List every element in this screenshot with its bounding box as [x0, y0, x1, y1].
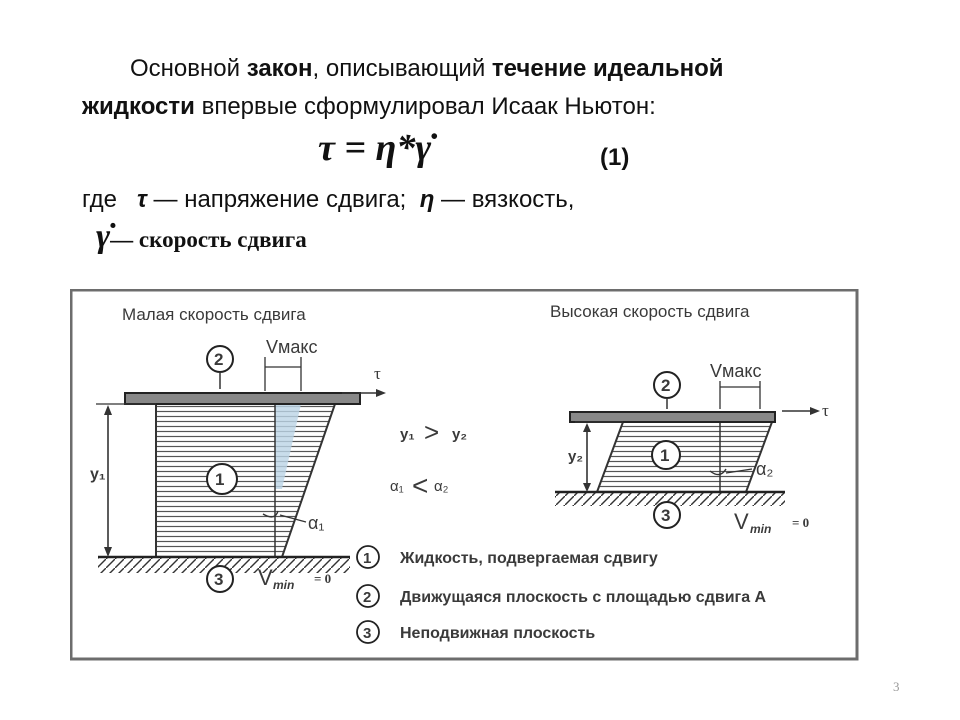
intro-bold-law: закон	[246, 55, 313, 82]
intro-text: Основной	[130, 55, 247, 82]
intro-bold-flow: течение идеальной	[491, 55, 724, 82]
left-vmin-sub: min	[273, 578, 294, 592]
circle-3	[653, 501, 681, 529]
gamma-description: — скорость сдвига	[110, 227, 307, 252]
arrow-icon	[104, 405, 112, 415]
left-y-label: y₁	[90, 466, 106, 483]
right-title: Высокая скорость сдвига	[550, 302, 750, 321]
arrow-icon	[583, 423, 591, 432]
left-tau-label: τ	[374, 364, 381, 383]
pointer-line	[725, 468, 753, 474]
circle-number: 1	[660, 446, 669, 465]
compare-greater: >	[424, 417, 439, 447]
circle-1	[651, 440, 681, 470]
legend: 1 Жидкость, подвергаемая сдвигу 2 Движущ…	[356, 545, 767, 644]
intro-line-1: Основной закон, описывающий течение идеа…	[130, 55, 724, 83]
compare-less: <	[412, 470, 428, 501]
compare-alpha2: α₂	[434, 478, 449, 495]
left-assembly: y₁ τ Vмакс 2 1 3 α₁ V min = 0	[90, 337, 386, 593]
right-alpha-label: α₂	[756, 459, 773, 479]
right-vmax-label: Vмакс	[710, 361, 761, 381]
left-alpha-label: α₁	[308, 513, 324, 533]
circle-number: 2	[661, 376, 670, 395]
tau-description: — напряжение сдвига;	[146, 186, 414, 213]
legend-item-2: Движущаяся плоскость с площадью сдвига А	[400, 589, 767, 606]
newton-formula: τ = η*γ̇	[318, 127, 432, 169]
pointer-line	[279, 514, 307, 523]
circle-number: 3	[214, 570, 223, 589]
left-velocity-zone	[275, 404, 301, 489]
intro-text: , описывающий	[312, 55, 492, 82]
circle-number: 1	[215, 470, 224, 489]
right-vmin-v: V	[734, 509, 749, 534]
circle-3	[206, 565, 234, 593]
compare-y2: y₂	[452, 426, 467, 443]
left-ground	[98, 557, 350, 573]
left-title: Малая скорость сдвига	[122, 305, 306, 324]
right-y-label: y₂	[568, 448, 583, 465]
intro-text: впервые сформулировал Исаак Ньютон:	[194, 93, 656, 120]
where-prefix: где	[82, 186, 124, 213]
where-line: где τ — напряжение сдвига; η — вязкость,	[82, 186, 574, 214]
shear-diagram: Малая скорость сдвига Высокая скорость с…	[70, 289, 859, 661]
compare-y1: y₁	[400, 426, 415, 443]
gamma-line: γ̇— скорость сдвига	[96, 218, 307, 256]
arrow-icon	[583, 483, 591, 492]
circle-number: 3	[661, 506, 670, 525]
left-vmin-v: V	[258, 565, 273, 590]
right-alpha-arc	[709, 468, 727, 476]
legend-num: 1	[363, 550, 371, 567]
left-vmax-label: Vмакс	[266, 337, 317, 357]
right-tau-label: τ	[822, 401, 829, 420]
right-assembly: y₂ τ Vмакс 2 1 3 α₂ V min = 0	[555, 361, 829, 536]
comparison: y₁ > y₂ α₁ < α₂	[390, 417, 467, 501]
legend-circle-1	[356, 545, 380, 569]
circle-1	[206, 463, 238, 495]
eta-description: — вязкость,	[434, 186, 575, 213]
page-number: 3	[893, 679, 900, 694]
left-alpha-arc	[262, 510, 279, 518]
arrow-icon	[810, 407, 820, 415]
legend-item-1: Жидкость, подвергаемая сдвигу	[399, 550, 658, 567]
right-moving-plate	[569, 411, 776, 423]
arrow-icon	[104, 547, 112, 557]
intro-line-2: жидкости впервые сформулировал Исаак Нью…	[82, 93, 656, 121]
gamma-dot-symbol: γ̇	[96, 218, 111, 255]
left-vmin-eq: = 0	[314, 571, 331, 586]
eta-symbol: η	[419, 186, 435, 213]
right-vmin-sub: min	[750, 522, 771, 536]
left-moving-plate	[124, 392, 361, 405]
legend-circle-2	[356, 584, 380, 608]
legend-num: 2	[363, 589, 371, 606]
legend-circle-3	[356, 620, 380, 644]
right-ground	[555, 492, 785, 506]
right-vmin-eq: = 0	[792, 515, 809, 530]
legend-item-3: Неподвижная плоскость	[400, 625, 595, 642]
arrow-icon	[376, 389, 386, 397]
legend-num: 3	[363, 625, 371, 642]
compare-alpha1: α₁	[390, 478, 404, 495]
intro-bold-liquid: жидкости	[82, 93, 195, 120]
right-fluid-layer	[595, 421, 774, 493]
circle-number: 2	[214, 350, 223, 369]
equation-number: (1)	[600, 144, 630, 171]
tau-symbol: τ	[137, 186, 147, 213]
